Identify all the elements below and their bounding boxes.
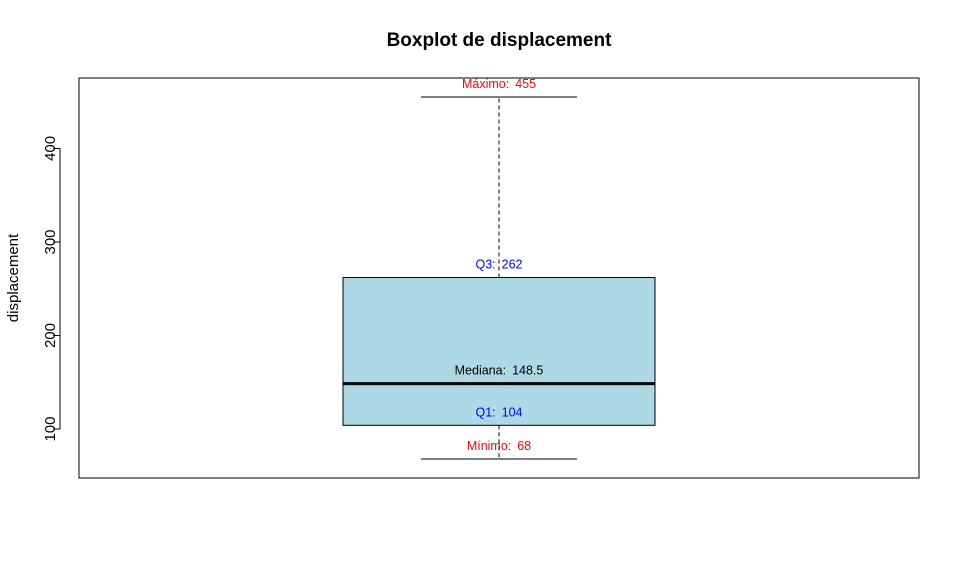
max-annotation: Máximo:455 (462, 77, 536, 91)
plot-area: Máximo:455Q3:262Mediana:148.5Q1:104Mínim… (342, 77, 656, 460)
y-tick-label: 400 (42, 136, 59, 161)
y-axis-label: displacement (5, 233, 22, 322)
y-tick-label: 100 (42, 417, 59, 442)
y-tick-label: 300 (42, 229, 59, 254)
chart-title: Boxplot de displacement (387, 30, 613, 51)
y-tick-label: 200 (42, 323, 59, 348)
q1-annotation: Q1:104 (475, 405, 522, 419)
iqr-box (342, 277, 656, 426)
y-axis: 100 200 300 400 (42, 136, 61, 442)
min-annotation: Mínimo:68 (467, 439, 531, 453)
plot-frame (78, 77, 920, 479)
q3-annotation: Q3:262 (475, 258, 522, 272)
median-annotation: Mediana:148.5 (455, 364, 544, 378)
